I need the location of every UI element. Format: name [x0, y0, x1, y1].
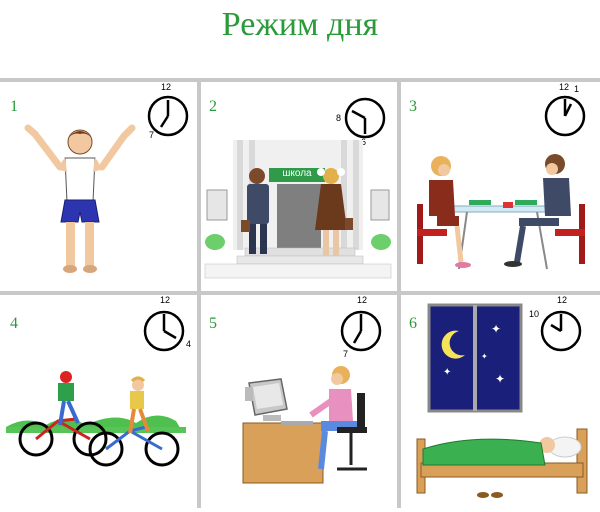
- svg-text:✦: ✦: [495, 372, 505, 386]
- clock-label-hour: 7: [149, 130, 155, 140]
- clock-label-12: 12: [160, 295, 171, 305]
- clock-label-hour: 1: [574, 84, 580, 94]
- clock-label-12: 12: [559, 82, 570, 92]
- panel-number: 6: [409, 315, 417, 332]
- bed-illustration: [416, 428, 588, 498]
- clock-icon: [344, 97, 386, 139]
- exercising-child-illustration: [24, 124, 136, 273]
- clock-label-hour: 4: [186, 339, 192, 349]
- divider-horizontal-top: [0, 78, 600, 82]
- clock-icon: [544, 95, 586, 137]
- panel-number: 2: [209, 98, 217, 115]
- panel-3: 3 12 1: [401, 82, 600, 291]
- divider-vertical-right: [397, 78, 401, 508]
- clock-icon: [147, 95, 189, 137]
- panel-number: 1: [10, 98, 18, 115]
- panel-6: 6 12 10 ✦ ✦ ✦ ✦: [401, 295, 600, 508]
- clock-icon: [143, 310, 185, 352]
- panel-1: 1 12 7: [0, 82, 197, 291]
- panel-number: 4: [10, 315, 18, 332]
- clock-icon: [340, 310, 382, 352]
- clock-label-hour: 10: [529, 309, 540, 319]
- svg-text:✦: ✦: [491, 322, 501, 336]
- school-sign: школа: [282, 168, 312, 179]
- clock-label-12: 12: [161, 82, 172, 92]
- panel-4: 4 12 4: [0, 295, 197, 508]
- dining-scene-illustration: [417, 154, 585, 270]
- night-window-illustration: ✦ ✦ ✦ ✦: [427, 303, 523, 413]
- cycling-scene-illustration: [6, 371, 186, 467]
- panel-2: 2 8 6: [201, 82, 397, 291]
- clock-label-12: 12: [357, 295, 368, 305]
- divider-horizontal-middle: [0, 291, 600, 295]
- panel-grid: 1 12 7 2: [0, 78, 600, 508]
- clock-label-12: 12: [557, 295, 568, 305]
- divider-vertical-left: [197, 78, 201, 508]
- panel-number: 3: [409, 98, 417, 115]
- computer-desk-illustration: [242, 366, 367, 484]
- svg-text:✦: ✦: [481, 352, 488, 361]
- clock-label-hour: 8: [336, 113, 342, 123]
- svg-text:✦: ✦: [443, 367, 451, 378]
- panel-number: 5: [209, 315, 217, 332]
- clock-label-6: 6: [361, 137, 367, 147]
- panel-5: 5 12 7: [201, 295, 397, 508]
- clock-label-hour: 7: [343, 349, 349, 359]
- clock-icon: [540, 310, 582, 352]
- page-title: Режим дня: [221, 6, 379, 43]
- school-building-illustration: [204, 140, 392, 279]
